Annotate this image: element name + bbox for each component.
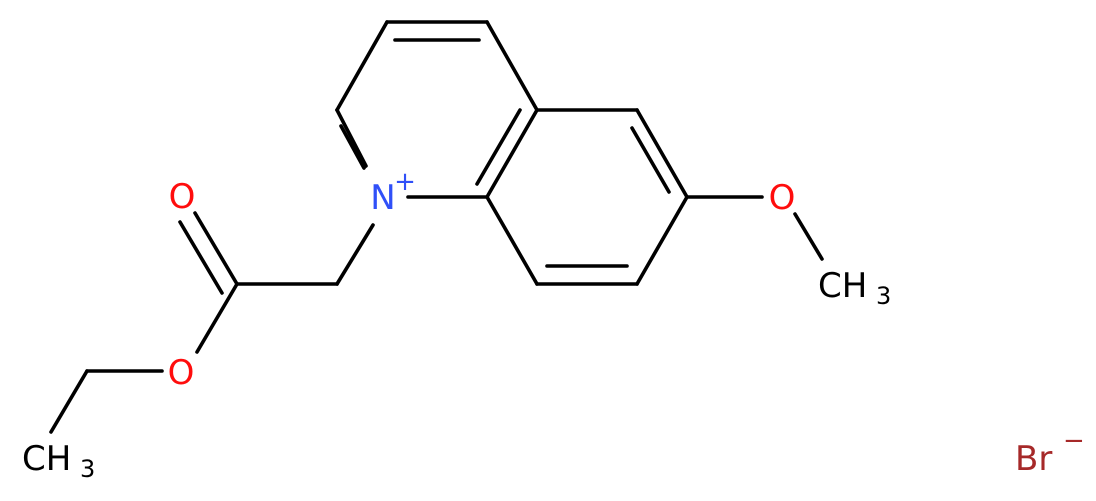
atom-ester-oxygen: O bbox=[168, 353, 195, 393]
bond-n-ch2 bbox=[335, 223, 375, 286]
bonds bbox=[49, 20, 824, 434]
bond-c4a-c8a-inner bbox=[475, 108, 522, 186]
bond-c2-n bbox=[335, 108, 368, 168]
atom-ether-oxygen: O bbox=[769, 178, 796, 218]
atom-labels: O O O N + CH 3 CH 3 Br − bbox=[22, 167, 1085, 483]
bond-c2-n-inner bbox=[339, 124, 366, 170]
bond-c5-c6 bbox=[635, 108, 689, 199]
bond-c6-c7 bbox=[635, 195, 689, 286]
counterion-bromide: Br bbox=[1015, 439, 1052, 479]
bond-c8-c8a bbox=[485, 195, 539, 286]
atom-nitrogen: N bbox=[370, 178, 395, 218]
atom-methyl-ethyl-sub: 3 bbox=[80, 455, 95, 483]
bond-c-o-double-a bbox=[193, 211, 239, 286]
atom-carbonyl-oxygen: O bbox=[169, 177, 196, 217]
bond-c5-c6-inner bbox=[630, 126, 671, 194]
atom-methyl-methoxy: CH bbox=[818, 266, 867, 306]
atom-nitrogen-charge: + bbox=[394, 167, 416, 197]
atom-methyl-methoxy-sub: 3 bbox=[876, 282, 891, 310]
bond-c4a-c8a bbox=[485, 108, 539, 199]
bond-c4-c4a bbox=[485, 20, 539, 112]
bond-c-o-double-b bbox=[178, 220, 224, 295]
counterion-charge: − bbox=[1063, 426, 1085, 456]
atom-methyl-ethyl: CH bbox=[22, 439, 71, 479]
bond-o-ch3 bbox=[793, 212, 824, 261]
bond-c-oester bbox=[195, 282, 239, 354]
bond-ch2-ch3 bbox=[49, 369, 89, 434]
bond-c2-c3 bbox=[335, 20, 389, 112]
